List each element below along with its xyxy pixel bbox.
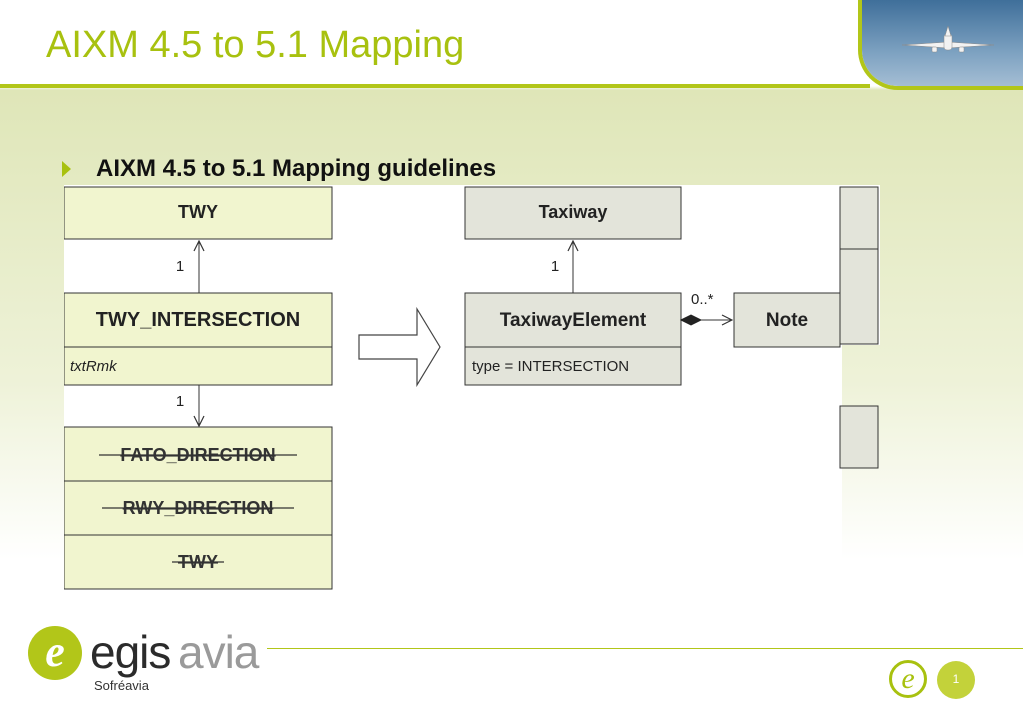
egis-avia-logo: e egis avia Sofréavia bbox=[22, 622, 267, 698]
multiplicity-twy: 1 bbox=[176, 258, 184, 275]
class-twy: TWY bbox=[64, 186, 333, 240]
class-fato-direction: FATO_DIRECTION bbox=[64, 426, 333, 482]
class-taxiway: Taxiway bbox=[464, 186, 682, 240]
logo-tagline: Sofréavia bbox=[94, 678, 149, 693]
small-e-icon: e bbox=[889, 660, 927, 698]
title-rule bbox=[0, 84, 870, 88]
logo-word-egis: egis bbox=[90, 626, 171, 678]
class-note: Note bbox=[733, 292, 841, 348]
footer-rule bbox=[30, 648, 1023, 649]
class-taxiway-element-label: TaxiwayElement bbox=[500, 310, 647, 331]
attribute-txtrmk: txtRmk bbox=[70, 358, 118, 375]
class-twy-intersection: TWY_INTERSECTION txtRmk bbox=[64, 292, 333, 386]
class-note-label: Note bbox=[766, 310, 808, 331]
multiplicity-note: 0..* bbox=[691, 291, 714, 308]
logo-word-avia: avia bbox=[178, 626, 259, 678]
mapping-arrow-icon bbox=[358, 306, 441, 388]
hidden-box-middle bbox=[839, 248, 879, 345]
hidden-box-top bbox=[839, 186, 879, 250]
class-twy-struck: TWY bbox=[64, 534, 333, 590]
page-number: 1 bbox=[937, 661, 975, 699]
class-taxiway-element: TaxiwayElement type = INTERSECTION bbox=[464, 292, 682, 386]
hidden-box-bottom bbox=[839, 405, 879, 469]
bullet-arrow-icon bbox=[62, 161, 71, 177]
attribute-type: type = INTERSECTION bbox=[472, 358, 629, 375]
slide-title: AIXM 4.5 to 5.1 Mapping bbox=[46, 24, 465, 66]
bullet-text: AIXM 4.5 to 5.1 Mapping guidelines bbox=[96, 155, 497, 182]
class-twy-label: TWY bbox=[178, 202, 218, 222]
class-twy-intersection-label: TWY_INTERSECTION bbox=[96, 309, 300, 331]
multiplicity-taxiway: 1 bbox=[551, 258, 559, 275]
airplane-icon bbox=[862, 0, 1023, 86]
logo-e-icon: e bbox=[28, 626, 82, 680]
mapping-diagram: TWY 1 TWY_INTERSECTION txtRmk 1 FATO_DIR… bbox=[64, 185, 880, 590]
airplane-photo bbox=[858, 0, 1023, 90]
class-taxiway-label: Taxiway bbox=[539, 202, 608, 222]
class-rwy-direction: RWY_DIRECTION bbox=[64, 480, 333, 536]
multiplicity-fato: 1 bbox=[176, 393, 184, 410]
